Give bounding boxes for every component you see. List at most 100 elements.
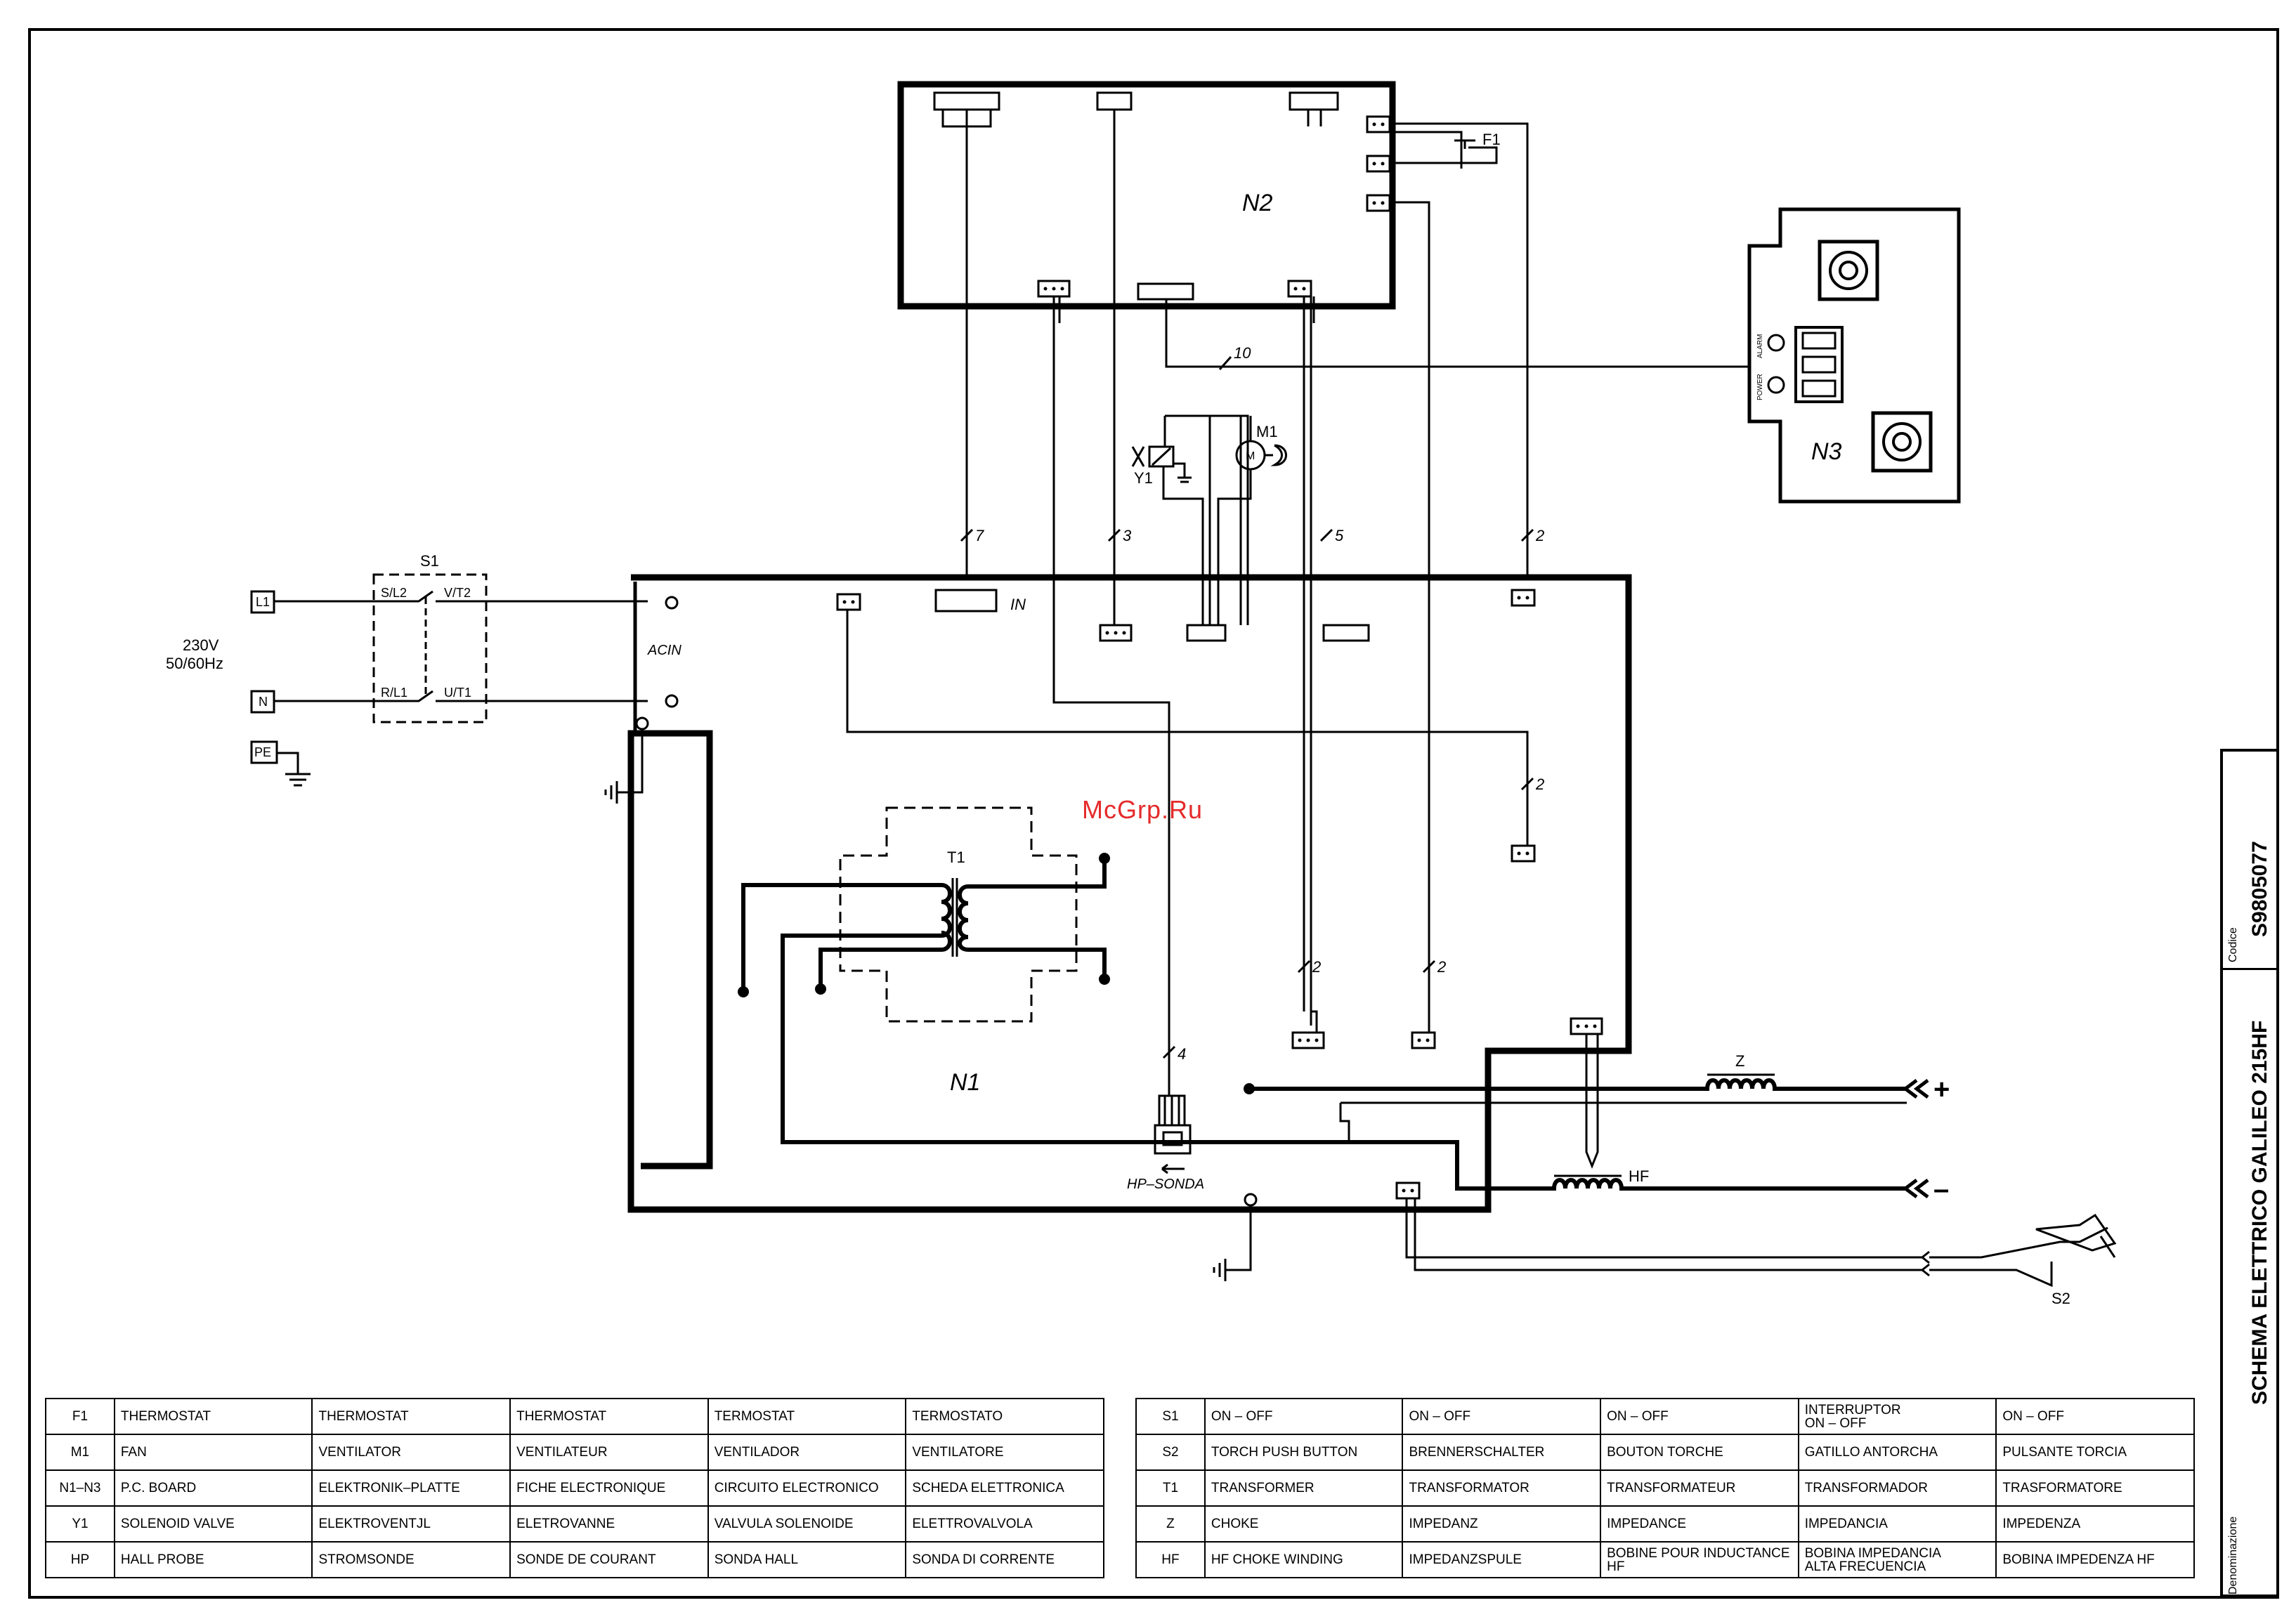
legend-left-cell-de: THERMOSTAT — [311, 1398, 511, 1435]
s1-label: S1 — [420, 552, 439, 570]
legend-right-cell-it: TRASFORMATORE — [1995, 1469, 2195, 1507]
acin-terminal-bottom — [665, 694, 679, 708]
legend-left-cell-en: FAN — [113, 1434, 313, 1471]
legend-left-cell-de: VENTILATOR — [311, 1434, 511, 1471]
legend-left-cell-de: ELEKTRONIK–PLATTE — [311, 1469, 511, 1507]
legend-right-cell-fr: BOBINE POUR INDUCTANCE HF — [1600, 1541, 1799, 1578]
legend-left-cell-en: THERMOSTAT — [113, 1398, 313, 1435]
f1-label: F1 — [1482, 131, 1501, 148]
n3-label: N3 — [1811, 438, 1842, 465]
acin-terminal-top — [665, 596, 679, 610]
mains-terminals — [250, 590, 278, 764]
legend-left-cell-en: P.C. BOARD — [113, 1469, 313, 1507]
frequency-label: 50/60Hz — [166, 655, 223, 672]
legend-left-cell-de: STROMSONDE — [311, 1541, 511, 1578]
legend-left-cell-it: VENTILATORE — [905, 1434, 1104, 1471]
ground-wire — [604, 729, 644, 804]
legend-left-cell-es: VENTILADOR — [707, 1434, 907, 1471]
n3-panel — [1747, 207, 1961, 504]
watermark: McGrp.Ru — [1082, 795, 1204, 824]
m1-label: M1 — [1256, 423, 1278, 440]
bottom-ground-terminal — [1244, 1193, 1258, 1207]
w10-label: 10 — [1234, 344, 1251, 362]
legend-right-cell-code: HF — [1135, 1541, 1206, 1578]
legend-left-cell-code: HP — [45, 1541, 115, 1578]
n1-label: N1 — [950, 1069, 980, 1096]
w2b-label: 2 — [1535, 775, 1544, 793]
output-circuit — [1249, 1073, 2117, 1288]
n1-connectors — [836, 589, 1603, 1200]
legend-right-cell-fr: ON – OFF — [1600, 1398, 1799, 1435]
legend-right-cell-es: IMPEDANCIA — [1797, 1505, 1997, 1543]
n3-power-label: POWER — [1756, 374, 1764, 400]
legend-right-cell-de: ON – OFF — [1402, 1398, 1602, 1435]
plus-terminal-label: + — [1933, 1074, 1950, 1105]
legend-left-cell-de: ELEKTROVENTJL — [311, 1505, 511, 1543]
minus-terminal-label: – — [1933, 1174, 1949, 1205]
legend-left-cell-en: SOLENOID VALVE — [113, 1505, 313, 1543]
legend-left-cell-code: N1–N3 — [45, 1469, 115, 1507]
legend-right-cell-fr: TRANSFORMATEUR — [1600, 1469, 1799, 1507]
n1-board-inner — [633, 582, 710, 735]
pe-label: PE — [254, 745, 271, 759]
n1-internal-wires — [846, 610, 1599, 1170]
hp-sonda — [1154, 1094, 1192, 1174]
legend-right-cell-it: PULSANTE TORCIA — [1995, 1434, 2195, 1471]
legend-right-cell-code: T1 — [1135, 1469, 1206, 1507]
s2-label: S2 — [2052, 1290, 2070, 1307]
legend-right-cell-it: BOBINA IMPEDENZA HF — [1995, 1541, 2195, 1578]
n2-label: N2 — [1242, 190, 1273, 216]
rl1-label: R/L1 — [381, 686, 407, 700]
legend-right-cell-es: BOBINA IMPEDANCIA ALTA FRECUENCIA — [1797, 1541, 1997, 1578]
legend-right-cell-en: ON – OFF — [1204, 1398, 1404, 1435]
wire-count-marks — [960, 356, 1534, 1059]
s1-switch — [254, 573, 648, 723]
pe-ground — [277, 752, 311, 787]
drawing-name: SCHEMA ELETTRICO GALILEO 215HF — [2248, 1020, 2271, 1405]
t1-transformer — [741, 806, 1488, 1191]
legend-right-cell-fr: BOUTON TORCHE — [1600, 1434, 1799, 1471]
legend-right-cell-es: GATILLO ANTORCHA — [1797, 1434, 1997, 1471]
legend-right-cell-de: IMPEDANZSPULE — [1402, 1541, 1602, 1578]
n2-wires — [941, 110, 1748, 1096]
w5-label: 5 — [1335, 527, 1344, 544]
legend-left-cell-fr: FICHE ELECTRONIQUE — [509, 1469, 709, 1507]
w4-label: 4 — [1178, 1045, 1186, 1063]
legend-right-cell-en: HF CHOKE WINDING — [1204, 1541, 1404, 1578]
legend-right-cell-en: TORCH PUSH BUTTON — [1204, 1434, 1404, 1471]
w2c-label: 2 — [1312, 958, 1321, 976]
drawing-code: S9805077 — [2248, 841, 2271, 937]
legend-right-cell-es: INTERRUPTOR ON – OFF — [1797, 1398, 1997, 1435]
t1-terminal-4 — [1099, 974, 1110, 985]
voltage-label: 230V — [183, 636, 219, 654]
bottom-ground — [1213, 1205, 1252, 1281]
legend-left-cell-es: VALVULA SOLENOIDE — [707, 1505, 907, 1543]
code-label: Codice — [2227, 927, 2239, 962]
legend-right-cell-en: CHOKE — [1204, 1505, 1404, 1543]
legend-left-cell-fr: THERMOSTAT — [509, 1398, 709, 1435]
n-label: N — [259, 695, 268, 709]
title-block: Codice S9805077 Denominazione SCHEMA ELE… — [2220, 749, 2278, 1597]
sl2-label: S/L2 — [381, 586, 407, 600]
vt2-label: V/T2 — [444, 586, 471, 600]
t1-label: T1 — [947, 849, 965, 866]
legend-left-cell-es: SONDA HALL — [707, 1541, 907, 1578]
hf-label: HF — [1629, 1167, 1649, 1185]
legend-left-cell-fr: VENTILATEUR — [509, 1434, 709, 1471]
legend-left-cell-it: TERMOSTATO — [905, 1398, 1104, 1435]
legend-right-cell-it: ON – OFF — [1995, 1398, 2195, 1435]
legend-right-cell-es: TRANSFORMADOR — [1797, 1469, 1997, 1507]
legend-left-cell-it: SONDA DI CORRENTE — [905, 1541, 1104, 1578]
legend-right-cell-de: TRANSFORMATOR — [1402, 1469, 1602, 1507]
